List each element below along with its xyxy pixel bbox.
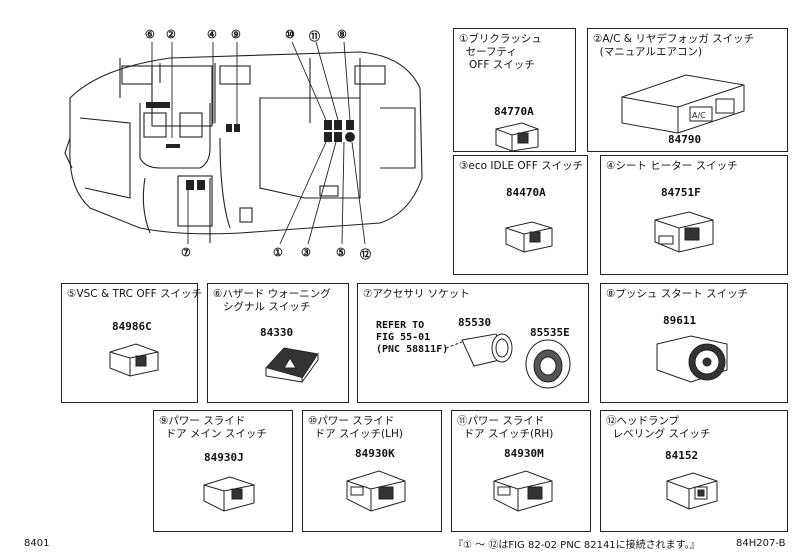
switch-illustration [346, 470, 406, 512]
part-number-socket: 85530 [458, 316, 492, 329]
part-number: 84986C [112, 320, 152, 333]
panel-title: ⑨パワー スライド ドア メイン スイッチ [159, 415, 267, 440]
panel-push-start-switch: ⑧プッシュ スタート スイッチ 89611 [600, 283, 788, 403]
panel-vsc-trc-off-switch: ⑤VSC & TRC OFF スイッチ 84986C [61, 283, 202, 403]
part-number: 84930M [504, 447, 544, 460]
panel-power-slide-door-switch-rh: ⑪パワー スライド ドア スイッチ(RH) 84930M [451, 410, 591, 532]
part-number: 84751F [661, 186, 701, 199]
callout-10: ⑩ [285, 28, 295, 41]
panel-hazard-warning-switch: ⑥ハザード ウォーニング シグナル スイッチ 84330 [207, 283, 349, 403]
part-number: 84930J [204, 451, 244, 464]
switch-illustration [505, 221, 553, 253]
footer-note: 『① ～ ⑫はFIG 82-02 PNC 82141に接続されます。』 [453, 540, 700, 551]
part-number: 84470A [506, 186, 546, 199]
switch-illustration [203, 476, 255, 512]
footer-left-code: 8401 [24, 538, 50, 549]
switch-illustration [666, 472, 718, 510]
switch-illustration [495, 122, 539, 152]
panel-title: ①ブリクラッシュ セーフティ OFF スイッチ [459, 33, 542, 71]
callout-11: ⑪ [309, 30, 320, 43]
panel-title: ⑤VSC & TRC OFF スイッチ [67, 288, 203, 300]
part-number: 84330 [260, 326, 294, 339]
callout-3: ③ [301, 246, 311, 259]
callout-6: ⑥ [145, 28, 155, 41]
dashboard-overview-diagram [64, 41, 423, 245]
panel-title: ⑦アクセサリ ソケット [363, 288, 470, 300]
socket-illustration [445, 333, 571, 389]
panel-power-slide-door-switch-lh: ⑩パワー スライド ドア スイッチ(LH) 84930K [302, 410, 442, 532]
panel-title: ④シート ヒーター スイッチ [606, 160, 738, 172]
panel-eco-idle-off-switch: ③eco IDLE OFF スイッチ 84470A [453, 155, 588, 275]
part-number: 89611 [663, 314, 697, 327]
panel-seat-heater-switch: ④シート ヒーター スイッチ 84751F [600, 155, 788, 275]
switch-illustration [493, 470, 553, 512]
panel-ac-rear-defogger-switch: ②A/C & リヤデフォッガ スイッチ (マニュアルエアコン) A/C 8479… [587, 28, 788, 152]
callout-9: ⑨ [231, 28, 241, 41]
callout-4: ④ [207, 28, 217, 41]
switch-illustration [265, 347, 319, 383]
panel-precrash-safety-off-switch: ①ブリクラッシュ セーフティ OFF スイッチ 84770A [453, 28, 576, 152]
panel-title: ⑩パワー スライド ドア スイッチ(LH) [308, 415, 403, 440]
callout-12: ⑫ [360, 248, 371, 261]
panel-title: ⑪パワー スライド ドア スイッチ(RH) [457, 415, 554, 440]
panel-accessory-socket: ⑦アクセサリ ソケット REFER TO FIG 55-01 (PNC 5881… [357, 283, 589, 403]
part-number: 84790 [668, 133, 702, 146]
switch-illustration: A/C [621, 74, 745, 134]
callout-2: ② [166, 28, 176, 41]
switch-illustration [656, 335, 728, 383]
panel-title: ⑥ハザード ウォーニング シグナル スイッチ [213, 288, 331, 313]
part-number-cap: 85535E [530, 326, 570, 339]
panel-title: ⑧プッシュ スタート スイッチ [606, 288, 749, 300]
refer-note: REFER TO FIG 55-01 (PNC 58811F) [376, 320, 449, 355]
callout-5: ⑤ [336, 246, 346, 259]
footer-right-code: 84H207-B [736, 538, 786, 549]
switch-illustration [654, 211, 714, 253]
panel-headlamp-leveling-switch: ⑫ヘッドランプ レベリング スイッチ 84152 [600, 410, 788, 532]
callout-1: ① [273, 246, 283, 259]
panel-power-slide-door-main-switch: ⑨パワー スライド ドア メイン スイッチ 84930J [153, 410, 293, 532]
part-number: 84152 [665, 449, 699, 462]
switch-illustration [109, 343, 159, 377]
part-number: 84770A [494, 105, 534, 118]
panel-title: ②A/C & リヤデフォッガ スイッチ (マニュアルエアコン) [593, 33, 755, 58]
panel-title: ⑫ヘッドランプ レベリング スイッチ [606, 415, 711, 440]
ac-button-label: A/C [692, 111, 706, 120]
callout-7: ⑦ [181, 246, 191, 259]
panel-title: ③eco IDLE OFF スイッチ [459, 160, 584, 172]
callout-8: ⑧ [337, 28, 347, 41]
part-number: 84930K [355, 447, 395, 460]
